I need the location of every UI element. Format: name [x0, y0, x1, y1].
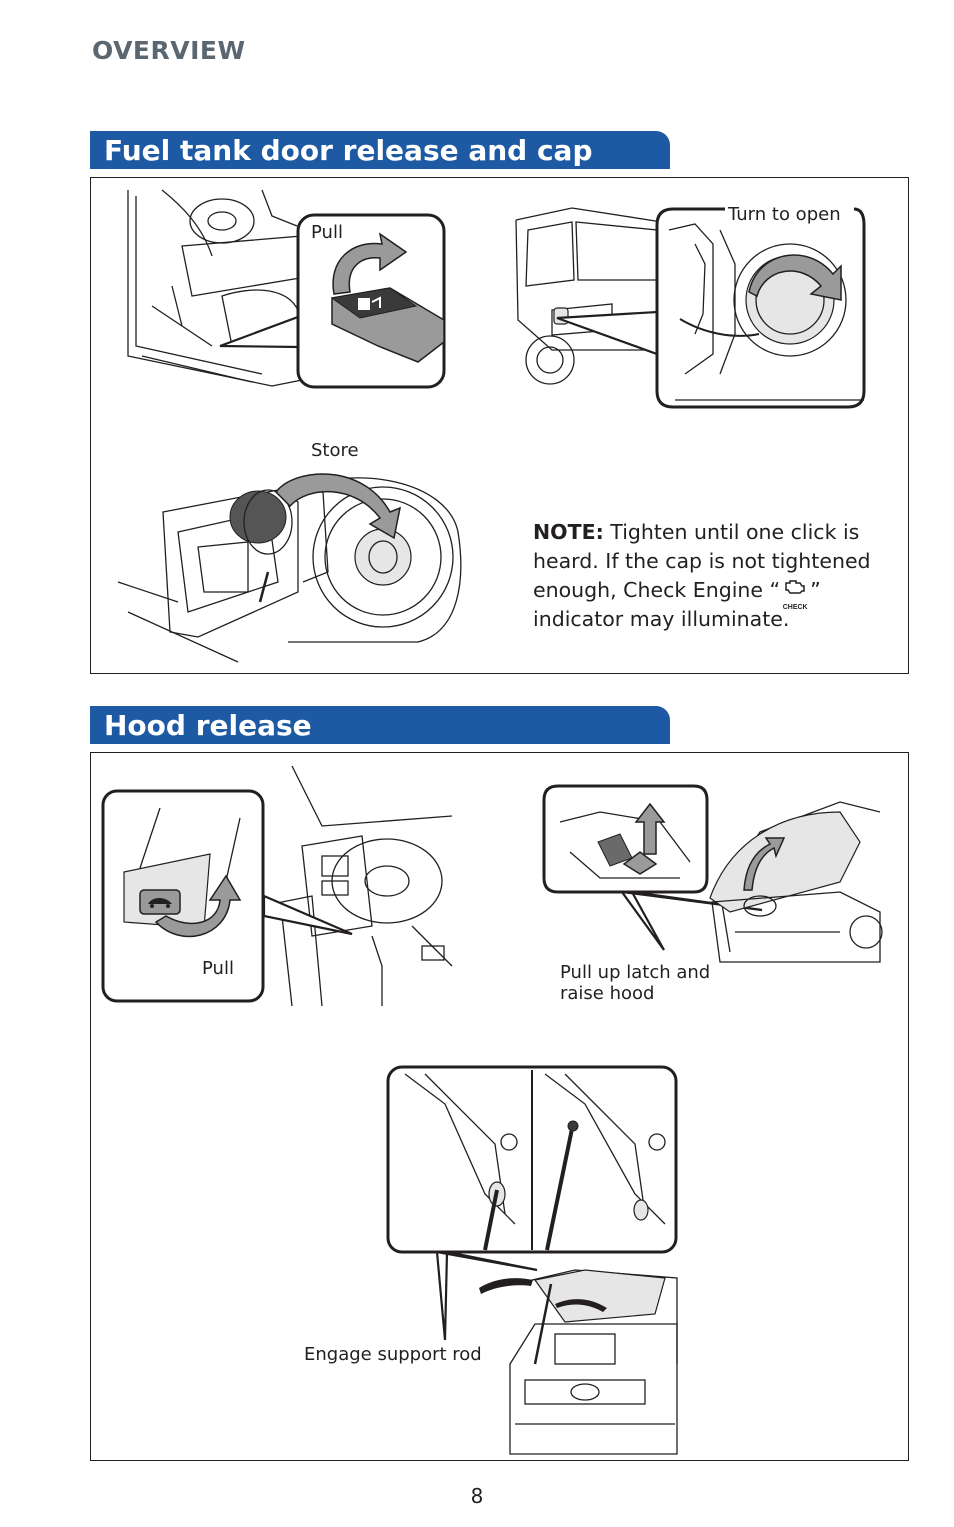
driver-floor-illustration — [127, 189, 363, 387]
fuel-cap-callout — [556, 207, 866, 409]
hood-release-icon — [148, 898, 172, 908]
fuel-store-label: Store — [311, 440, 359, 461]
fuel-turn-label: Turn to open — [728, 204, 841, 225]
dashboard-illustration — [261, 765, 453, 1007]
hood-pull-label: Pull — [202, 958, 234, 979]
note-text-1: Tighten until one click is heard. If the… — [533, 520, 871, 602]
arrow-icon — [332, 232, 408, 295]
fuel-section-heading: Fuel tank door release and cap — [90, 131, 670, 169]
hood-section-heading: Hood release — [90, 706, 670, 744]
arrow-icon — [154, 874, 242, 938]
hood-release-lever-callout — [101, 789, 353, 1003]
fuel-cap-store-illustration — [117, 473, 462, 663]
note-text-2: ” indicator may illuminate. — [533, 578, 821, 631]
note-label: NOTE: — [533, 520, 604, 544]
section-title: OVERVIEW — [92, 36, 246, 65]
fuel-note: NOTE: Tighten until one click is heard. … — [533, 518, 903, 634]
hood-latch-label: Pull up latch and raise hood — [560, 962, 711, 1004]
arrow-icon — [275, 473, 402, 540]
hood-latch-callout — [542, 784, 883, 963]
hood-rod-label: Engage support rod — [304, 1344, 482, 1365]
page-number: 8 — [470, 1484, 484, 1508]
check-engine-icon: CHECK — [780, 579, 810, 611]
check-engine-icon-text: CHECK — [782, 604, 808, 611]
arrow-icon — [634, 802, 666, 855]
support-rod-callout — [386, 1065, 678, 1455]
fuel-release-lever-callout — [219, 213, 446, 389]
arrow-icon — [748, 254, 842, 301]
fuel-door-icon — [358, 296, 381, 310]
arrow-icon — [743, 837, 786, 891]
fuel-pull-label: Pull — [311, 222, 343, 243]
